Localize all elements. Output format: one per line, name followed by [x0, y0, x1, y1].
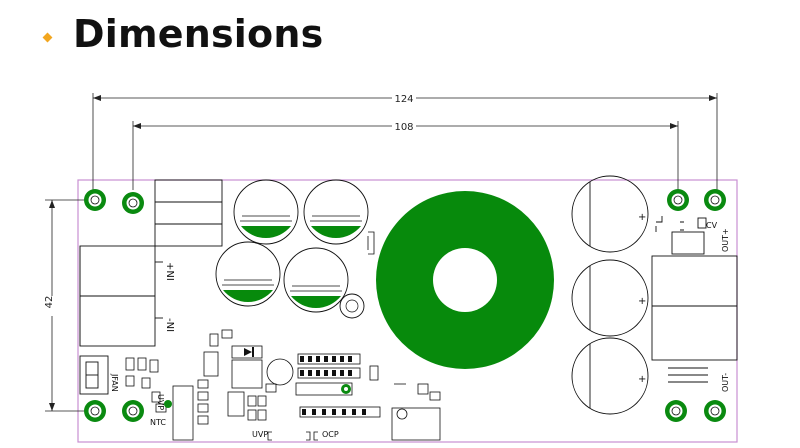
- ntc-label: NTC: [150, 418, 166, 427]
- svg-text:+: +: [638, 374, 646, 385]
- dim-hole-spacing: 108: [394, 122, 413, 133]
- dim-overall-length: 124: [394, 94, 413, 105]
- dimension-arrows: [49, 95, 717, 411]
- jfan-label: JFAN: [110, 373, 119, 392]
- input-terminal-block: [79, 179, 223, 347]
- svg-text:+: +: [638, 212, 646, 223]
- mounting-holes: [84, 189, 726, 422]
- output-minus-label: OUT-: [721, 373, 730, 392]
- ocp-label: OCP: [322, 430, 339, 439]
- cv-label: CV: [706, 221, 718, 230]
- input-minus-label: -NI: [164, 318, 175, 332]
- output-plus-label: OUT+: [721, 228, 730, 252]
- uvp-left-label: UVP: [156, 394, 165, 410]
- uvp-bottom-label: UVP: [252, 430, 268, 439]
- control-components: [125, 329, 441, 441]
- page-title: Dimensions: [73, 12, 324, 56]
- svg-text:+: +: [638, 296, 646, 307]
- output-capacitors: + + +: [571, 175, 649, 415]
- input-capacitors: [215, 179, 369, 313]
- output-terminal-block: [651, 216, 738, 383]
- input-plus-label: +NI: [164, 262, 175, 281]
- toroidal-inductor: [376, 191, 554, 369]
- fan-connector: [79, 355, 109, 395]
- header: Dimensions: [42, 6, 324, 62]
- dim-height: 42: [44, 296, 55, 309]
